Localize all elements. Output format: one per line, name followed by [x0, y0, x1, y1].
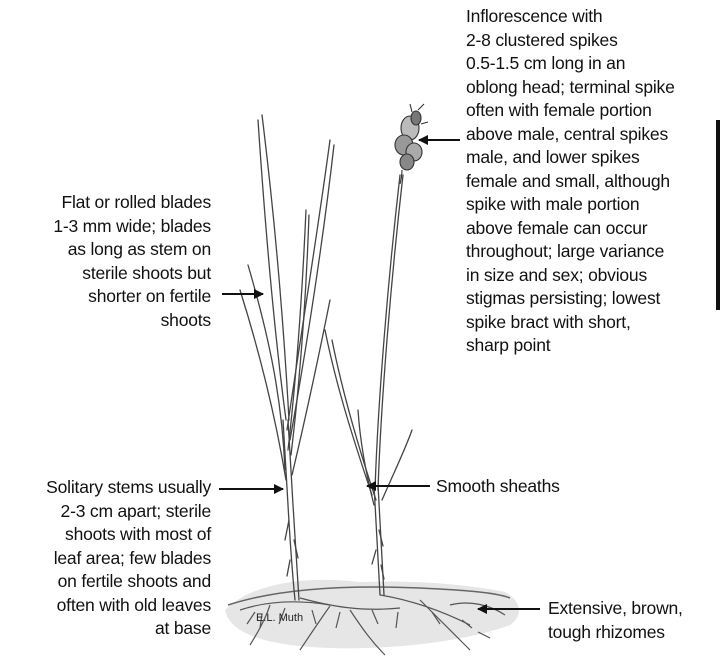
blades-label: Flat or rolled blades 1-3 mm wide; blade…: [0, 191, 211, 332]
rhizomes-label: Extensive, brown, tough rhizomes: [548, 597, 683, 644]
inflorescence-head: [395, 104, 428, 184]
fertile-shoot: [325, 175, 412, 595]
inflorescence-label: Inflorescence with 2-8 clustered spikes …: [466, 5, 675, 358]
sheaths-label: Smooth sheaths: [436, 475, 560, 499]
illustrator-credit: E.L. Muth: [256, 612, 303, 624]
scale-bar: [716, 120, 720, 310]
sterile-shoot: [240, 115, 334, 600]
stems-label: Solitary stems usually 2-3 cm apart; ste…: [0, 476, 211, 641]
